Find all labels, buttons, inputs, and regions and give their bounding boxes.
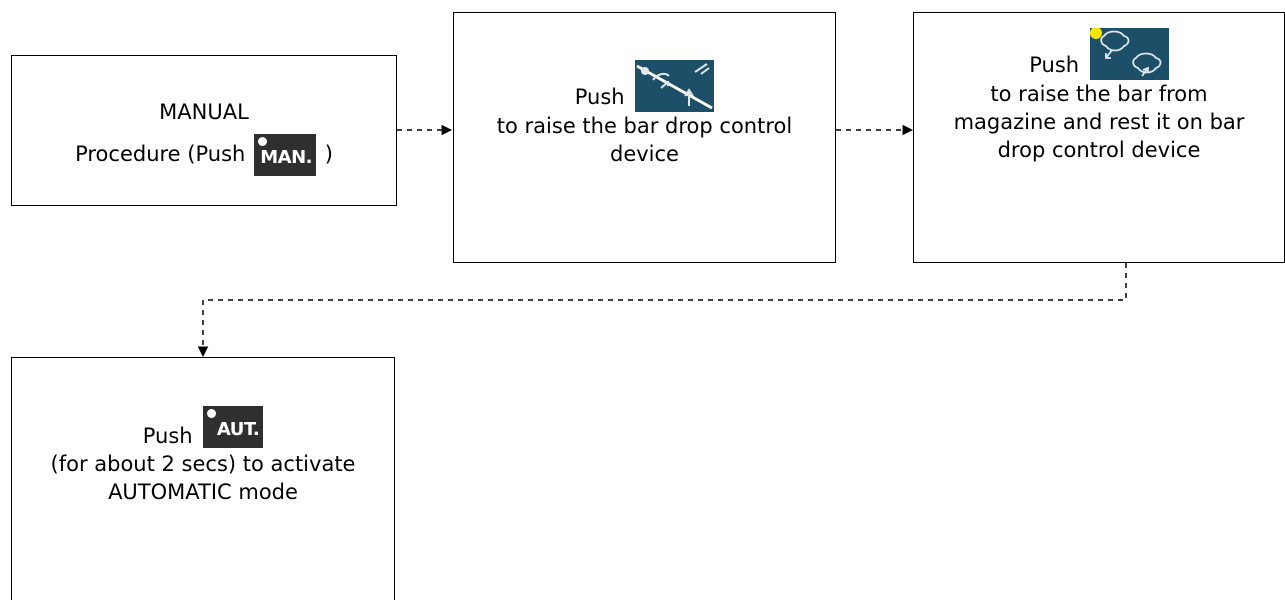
- step2-description-line1: to raise the bar drop control: [496, 114, 793, 138]
- step2-description-line2: device: [610, 142, 679, 166]
- man-button-label: MAN.: [260, 147, 313, 168]
- step4-description-line1: (for about 2 secs) to activate: [50, 452, 356, 476]
- arrow-step3-to-step4: [197, 263, 1127, 358]
- step2-box: Push to raise the bar drop control devic…: [453, 12, 836, 263]
- step1-procedure-text: Procedure (Push: [75, 142, 246, 166]
- step3-push-text: Push: [1029, 53, 1080, 77]
- step1-title: MANUAL: [159, 100, 249, 124]
- step1-box: MANUAL Procedure (Push MAN. ): [11, 55, 397, 206]
- aut-button-label: AUT.: [216, 419, 260, 440]
- step3-description-line1: to raise the bar from: [990, 82, 1208, 106]
- step4-push-text: Push: [142, 424, 193, 448]
- step3-description-line3: drop control device: [997, 138, 1201, 162]
- load-bar-from-magazine-icon: [1089, 27, 1169, 80]
- step2-push-text: Push: [574, 85, 625, 109]
- raise-bar-drop-control-icon: [635, 60, 715, 112]
- step4-description-line2: AUTOMATIC mode: [108, 480, 298, 504]
- step3-box: Push to raise the bar from magazine and …: [913, 12, 1285, 263]
- step4-box: Push AUT. (for about 2 secs) to activate…: [11, 357, 395, 600]
- man-button-icon: MAN.: [254, 134, 317, 176]
- step3-description-line2: magazine and rest it on bar: [953, 110, 1245, 134]
- aut-button-icon: AUT.: [203, 406, 264, 448]
- step1-close-paren: ): [324, 142, 333, 166]
